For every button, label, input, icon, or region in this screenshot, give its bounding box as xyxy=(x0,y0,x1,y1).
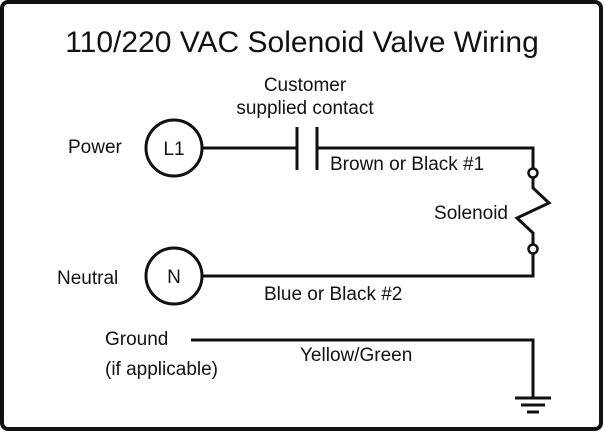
solenoid-label: Solenoid xyxy=(434,203,508,224)
wire-2-label: Blue or Black #2 xyxy=(264,284,402,305)
wire-1 xyxy=(317,146,535,168)
l1-terminal-label: L1 xyxy=(163,139,184,160)
neutral-label: Neutral xyxy=(57,268,118,289)
contact-label-line2: supplied contact xyxy=(236,98,374,119)
wire-1-label: Brown or Black #1 xyxy=(330,154,484,175)
power-label: Power xyxy=(68,137,123,158)
wire-2 xyxy=(202,254,535,278)
ground-symbol-icon xyxy=(515,396,551,414)
n-terminal-label: N xyxy=(167,267,181,288)
ground-wire xyxy=(191,338,535,398)
ground-label-line2: (if applicable) xyxy=(105,359,218,380)
solenoid-terminal-top xyxy=(527,167,539,179)
contact-label-line1: Customer xyxy=(264,75,347,96)
solenoid-coil xyxy=(514,178,552,244)
ground-wire-label: Yellow/Green xyxy=(300,345,412,366)
diagram-title: 110/220 VAC Solenoid Valve Wiring xyxy=(65,26,539,59)
solenoid-terminal-bottom xyxy=(527,243,539,255)
ground-label-line1: Ground xyxy=(105,329,168,350)
